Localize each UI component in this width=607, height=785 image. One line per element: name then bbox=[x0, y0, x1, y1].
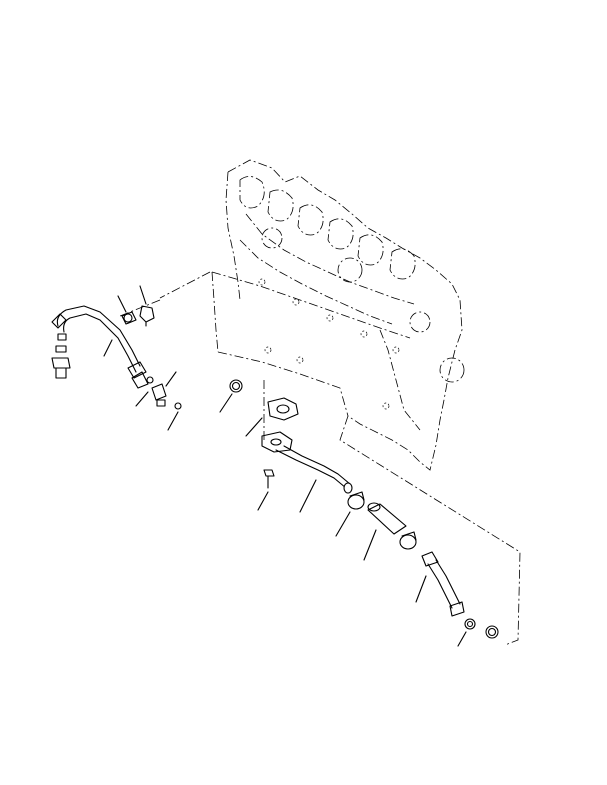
o-ring bbox=[229, 379, 243, 393]
callout-leader bbox=[167, 411, 179, 431]
callout-leader bbox=[103, 339, 113, 357]
lower-drain-tube bbox=[421, 551, 465, 617]
hose-clamp bbox=[399, 531, 417, 550]
assembly-lines bbox=[119, 271, 521, 646]
capscrew bbox=[263, 469, 275, 489]
hose-clamp bbox=[347, 491, 365, 510]
o-ring bbox=[174, 402, 182, 410]
callout-leader bbox=[299, 479, 317, 513]
callout-leader bbox=[245, 417, 263, 437]
oil-drain-tube bbox=[261, 431, 353, 494]
engine-block bbox=[211, 159, 465, 471]
callout-leader bbox=[135, 391, 149, 407]
callout-leader bbox=[219, 393, 233, 413]
callout-leader bbox=[165, 371, 177, 387]
callout-leader bbox=[415, 575, 427, 603]
hose bbox=[367, 502, 407, 535]
o-ring bbox=[464, 618, 499, 639]
callout-leader bbox=[117, 295, 127, 313]
callout-leader bbox=[457, 631, 467, 647]
callout-leader bbox=[335, 511, 351, 537]
elbow-fitting bbox=[51, 333, 71, 379]
callout-leaders bbox=[103, 285, 467, 647]
oil-supply-tube bbox=[51, 305, 141, 373]
adapter-fitting bbox=[127, 361, 154, 389]
capscrew bbox=[121, 311, 137, 325]
callout-leader bbox=[363, 529, 377, 561]
gasket bbox=[267, 397, 299, 421]
connector bbox=[151, 383, 167, 407]
callout-leader bbox=[139, 285, 147, 305]
callout-leader bbox=[257, 491, 269, 511]
clamp-bracket bbox=[139, 305, 155, 327]
